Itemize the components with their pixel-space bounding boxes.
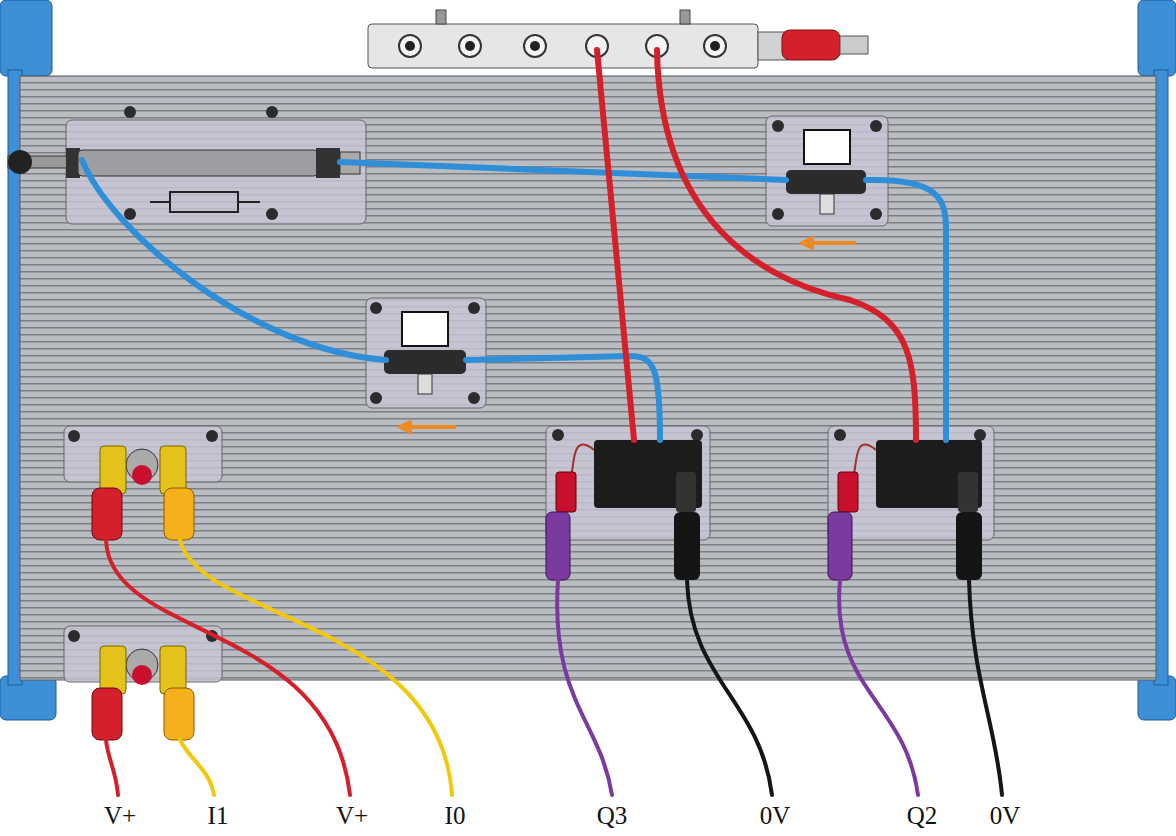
signal-label: I0 (445, 803, 466, 828)
signal-label: I1 (208, 803, 229, 828)
signal-label: V+ (104, 803, 136, 828)
signal-label: Q2 (907, 803, 938, 828)
signal-label: V+ (336, 803, 368, 828)
signal-label: 0V (990, 803, 1021, 828)
signal-label: 0V (760, 803, 791, 828)
signal-label: Q3 (597, 803, 628, 828)
